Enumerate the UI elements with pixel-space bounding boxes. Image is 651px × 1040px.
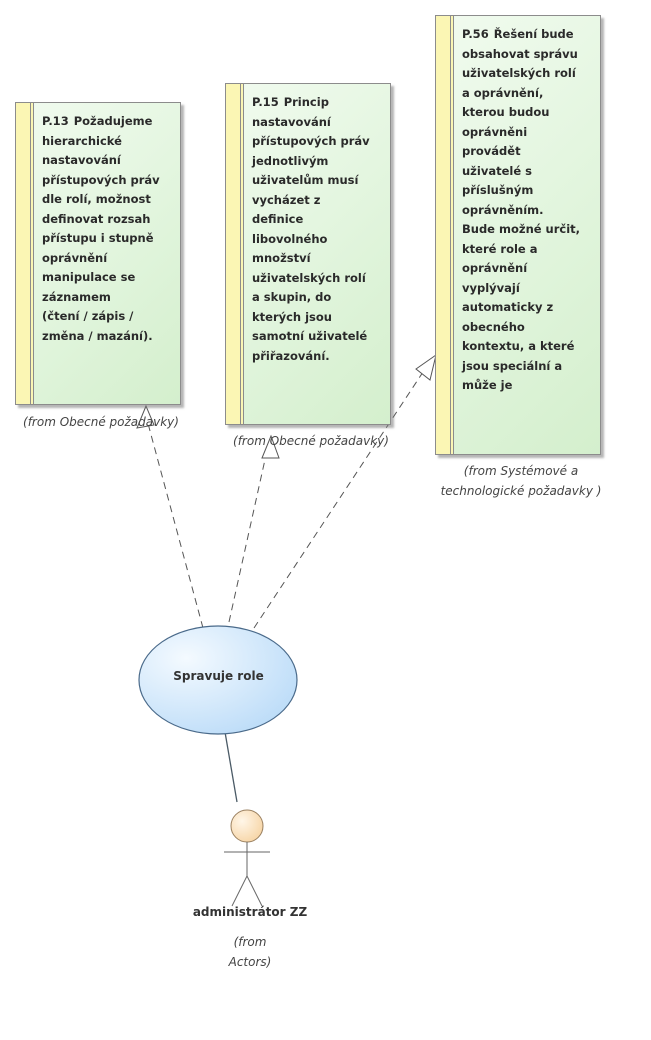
actor-left-leg <box>231 875 248 907</box>
realization-line-p13 <box>145 415 204 629</box>
actor-figure[interactable] <box>224 809 270 907</box>
origin-line-1: (from Systémové a <box>463 464 579 478</box>
actor-origin: (from Actors) <box>200 932 300 972</box>
origin-line-1: (from <box>233 935 267 949</box>
usecase-ellipse[interactable] <box>138 625 298 735</box>
requirement-stripe <box>226 84 244 424</box>
requirement-body: Princip nastavování přístupových práv je… <box>252 95 370 363</box>
realization-line-p15 <box>228 445 269 623</box>
actor-name: administrátor ZZ <box>192 905 308 919</box>
usecase-label: Spravuje role <box>173 669 264 683</box>
requirement-id: P.56 <box>462 27 489 41</box>
requirement-p15-origin: (from Obecné požadavky) <box>233 434 389 448</box>
requirement-body: Požadujeme hierarchické nastavování přís… <box>42 114 160 343</box>
actor-right-leg <box>246 875 263 907</box>
requirement-stripe <box>436 16 454 454</box>
requirement-body: Řešení bude obsahovat správu uživatelský… <box>462 27 581 392</box>
origin-line-2: technologické požadavky ) <box>440 484 602 498</box>
association-line <box>224 731 238 803</box>
requirement-id: P.15 <box>252 95 279 109</box>
arrowhead-p13 <box>136 404 155 429</box>
actor-head <box>230 809 264 843</box>
arrowhead-p56 <box>415 353 437 381</box>
requirement-id: P.13 <box>42 114 69 128</box>
origin-line-2: Actors) <box>228 955 272 969</box>
requirement-p13-origin: (from Obecné požadavky) <box>23 415 179 429</box>
arrowhead-p15 <box>261 434 280 459</box>
realization-line-p56 <box>253 365 428 629</box>
requirement-p56-origin: (from Systémové a technologické požadavk… <box>418 461 624 501</box>
requirement-stripe <box>16 103 34 404</box>
